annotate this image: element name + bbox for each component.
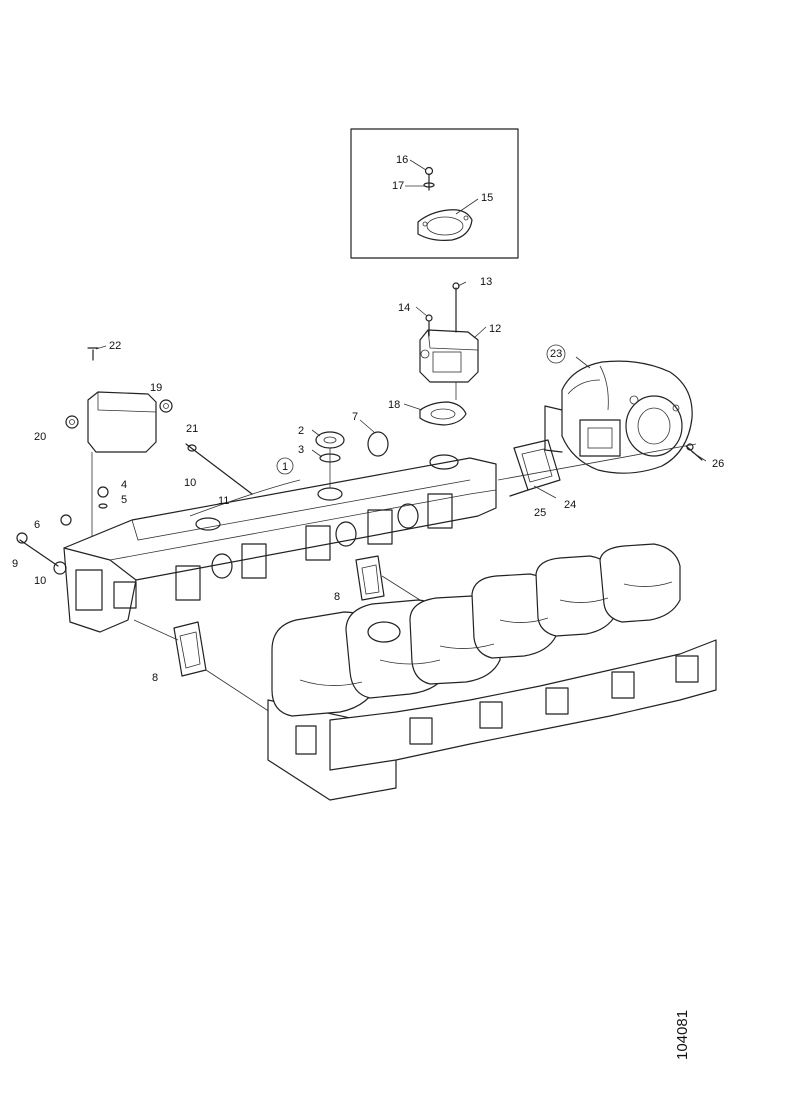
callout-20: 20	[34, 431, 46, 443]
callout-4: 4	[121, 479, 127, 491]
port-gaskets	[133, 555, 421, 713]
manifold-cap-parts	[311, 419, 389, 488]
callout-8-left: 8	[152, 672, 158, 684]
callout-1: 1	[282, 461, 288, 473]
callout-8-right: 8	[334, 591, 340, 603]
callout-18: 18	[388, 399, 400, 411]
callout-1-circle	[276, 457, 294, 475]
elbow-bracket-drawing	[403, 281, 487, 426]
callout-2: 2	[298, 425, 304, 437]
callout-19: 19	[150, 382, 162, 394]
turbocharger-drawing	[544, 356, 693, 474]
cylinder-heads-drawing	[267, 543, 717, 801]
callout-11: 11	[218, 495, 229, 507]
callout-3: 3	[298, 444, 304, 456]
callout-14: 14	[398, 302, 410, 314]
callout-labels: 16 17 15 13 14 12 22 23 19 18 7 21 20 2 …	[12, 154, 724, 684]
turbo-flange-gasket	[497, 439, 707, 499]
callout-25: 25	[534, 507, 546, 519]
exhaust-manifold-drawing	[16, 443, 497, 633]
callout-22: 22	[109, 340, 121, 352]
callout-21: 21	[186, 423, 198, 435]
left-end-cover-drawing	[65, 345, 173, 545]
callout-7: 7	[352, 411, 358, 423]
callout-13: 13	[480, 276, 492, 288]
inset-gasket-drawing	[417, 209, 473, 241]
callout-5: 5	[121, 494, 127, 506]
callout-15: 15	[481, 192, 493, 204]
inset-screw-drawing	[423, 166, 435, 191]
callout-24: 24	[564, 499, 576, 511]
callout-23: 23	[550, 348, 562, 360]
callout-10-lower: 10	[34, 575, 46, 587]
callout-10-upper: 10	[184, 477, 196, 489]
callout-16: 16	[396, 154, 408, 166]
callout-6: 6	[34, 519, 40, 531]
inset-detail-box	[350, 128, 519, 259]
figure-reference-number: 104081	[674, 1010, 691, 1060]
callout-9: 9	[12, 558, 18, 570]
callout-12: 12	[489, 323, 501, 335]
callout-26: 26	[712, 458, 724, 470]
callout-17: 17	[392, 180, 404, 192]
callout-23-circle	[546, 344, 566, 364]
